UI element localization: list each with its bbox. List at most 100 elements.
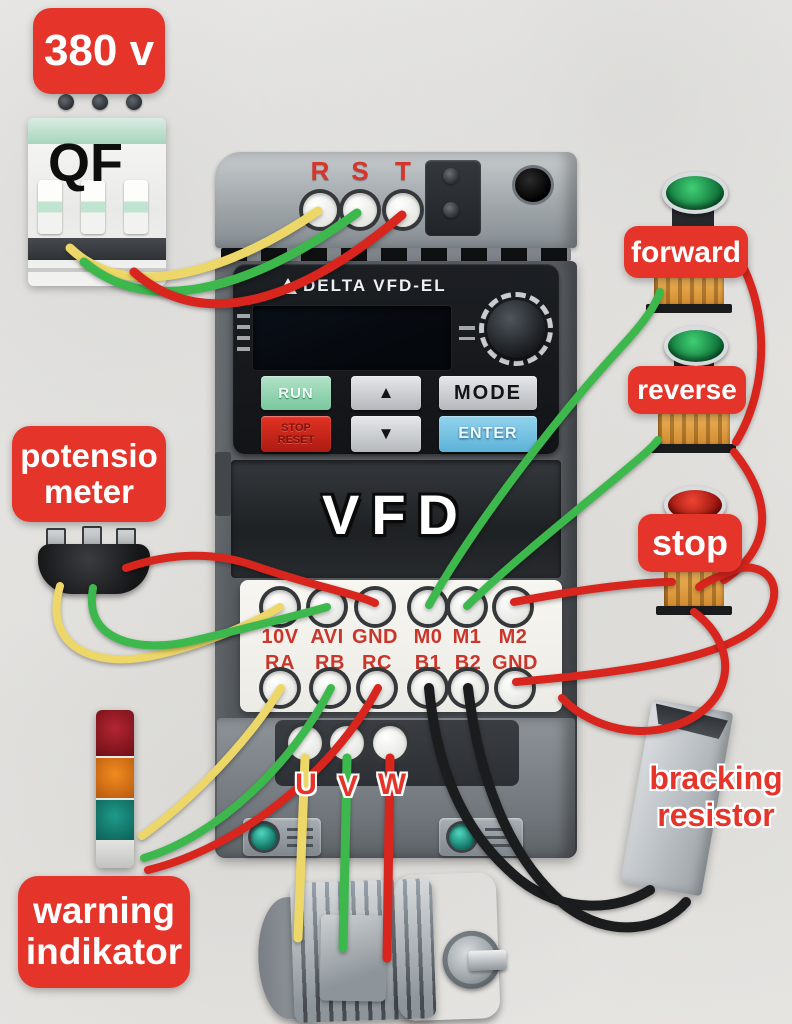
mode-button[interactable]: MODE [439,376,537,410]
forward-block-base [646,304,732,313]
frequency-knob[interactable] [487,300,545,358]
stop-block-base [656,606,732,615]
breaker-terminal-screw [126,94,142,110]
brand-row: DELTA VFD-EL [279,276,447,296]
resistor-label-line2: resistor [657,796,775,833]
terminal-avi [310,590,344,624]
terminal-label-rb: RB [315,652,345,674]
breaker-band [28,238,166,260]
warning-indicator-label: warning indikator [18,876,190,988]
reverse-terminal-block [658,412,730,446]
resistor-top-opening [652,704,729,740]
potentiometer-label: potensio meter [12,426,166,522]
potentiometer-body[interactable] [38,544,150,594]
ground-screw-left [251,824,277,850]
stack-light-base [96,840,134,868]
potentiometer-label-line1: potensio [20,436,158,474]
stop-label: stop [638,514,742,572]
terminal-gnd-analog [358,590,392,624]
terminal-label-b2: B2 [454,652,482,674]
terminal-gnd-power [498,671,532,705]
forward-pushbutton[interactable] [662,172,728,214]
brand-text: DELTA VFD-EL [303,276,447,295]
output-label-v: V [337,770,358,803]
breaker-top-strip [28,118,166,144]
forward-terminal-block [654,276,724,306]
breaker-terminal-screw [58,94,74,110]
stop-label-text: stop [652,522,728,564]
warning-stack-light [96,710,134,868]
ground-symbol-left [287,828,313,848]
terminal-label-m1: M1 [452,626,482,648]
stack-light-divider [96,798,134,800]
stack-light-orange-segment [96,758,134,798]
terminal-s [343,193,377,227]
stop-reset-button[interactable]: STOP RESET [261,416,331,452]
vfd-mounting-hole [515,168,551,202]
run-label: RUN [278,384,314,402]
terminal-v [330,726,364,760]
breaker-toggle[interactable] [124,180,148,234]
terminal-m0 [411,590,445,624]
terminal-w [373,726,407,760]
terminal-rb [313,671,347,705]
vent-slots [221,248,571,261]
terminal-rc [360,671,394,705]
power-terminal-label-r: R [310,156,330,186]
reverse-pushbutton[interactable] [664,326,728,366]
terminal-m1 [450,590,484,624]
stop-key-label: STOP [281,421,311,434]
terminal-t [386,193,420,227]
terminal-b2 [451,671,485,705]
enter-button[interactable]: ENTER [439,416,537,452]
stack-light-divider [96,756,134,758]
stack-light-green-segment [96,800,134,840]
control-terminal-strip: 10V AVI GND M0 M1 M2 RA RB RC B1 B2 GND [240,580,562,712]
terminal-r [303,193,337,227]
power-terminal-label-s: S [351,156,369,186]
vfd-keypad-panel: DELTA VFD-EL RUN ▲ MODE STOP RESET ▼ ENT… [233,264,559,454]
breaker-toggle[interactable] [38,180,62,234]
down-arrow-button[interactable]: ▼ [351,416,421,452]
voltage-label: 380 v [33,8,165,94]
terminal-u [288,726,322,760]
down-arrow-icon: ▼ [377,424,395,443]
breaker-groove [28,268,166,272]
up-arrow-button[interactable]: ▲ [351,376,421,410]
enter-label: ENTER [458,425,518,442]
terminal-label-b1: B1 [414,652,442,674]
ground-symbol-right [485,828,511,848]
output-label-u: U [295,768,317,801]
reverse-block-base [650,444,736,453]
block-screw [443,168,459,184]
terminal-label-m0: M0 [413,626,443,648]
reset-key-label: RESET [277,434,315,446]
terminal-m2 [496,590,530,624]
motor-terminal-box [319,914,388,1002]
warning-label-line2: indikator [25,931,183,972]
display-indicator-marks [237,314,250,354]
up-arrow-icon: ▲ [377,383,395,402]
terminal-label-gnd1: GND [352,626,398,648]
terminal-b1 [411,671,445,705]
reverse-label-text: reverse [637,373,737,405]
ground-screw-right [449,824,475,850]
stack-light-red-segment [96,710,134,756]
circuit-breaker: QF [28,118,166,286]
vfd-hinge-tab [215,452,231,516]
vfd-display [253,306,451,370]
forward-label-text: forward [630,235,741,269]
stop-terminal-block [664,570,724,608]
vfd-window: VFD [231,460,561,578]
vfd-top-cap: R S T [215,152,577,248]
warning-label-line1: warning [33,890,175,932]
terminal-label-m2: M2 [498,626,528,648]
run-button[interactable]: RUN [261,376,331,410]
vfd-big-label: VFD [322,483,470,546]
motor-shaft [468,949,507,971]
delta-logo-icon [279,278,297,294]
breaker-name: QF [48,133,123,193]
breaker-terminal-screw [92,94,108,110]
terminal-label-rc: RC [362,652,392,674]
braking-resistor-label: bracking resistor [638,760,792,834]
